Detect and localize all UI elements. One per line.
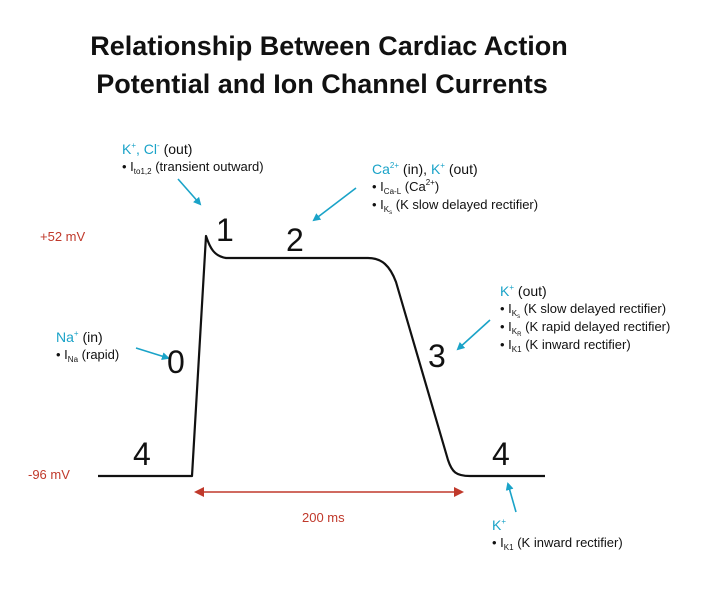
arrow-phase1 — [177, 178, 202, 206]
action-potential-trace — [98, 234, 545, 478]
phase-4-annotation: K+ • IK1 (K inward rectifier) — [492, 516, 623, 552]
phase-4-right-label: 4 — [492, 436, 510, 472]
phase-2-current-ks: • IKs (K slow delayed rectifier) — [372, 197, 539, 216]
arrow-phase2 — [312, 187, 357, 222]
phase-3-annotation: K+ (out) • IKs (K slow delayed rectifier… — [500, 282, 670, 354]
phase-3-current-k1: • IK1 (K inward rectifier) — [500, 337, 631, 354]
duration-label: 200 ms — [302, 510, 345, 525]
phase-2-current-ca: • ICa-L (Ca2+) — [372, 178, 440, 196]
voltage-bottom-label: -96 mV — [28, 467, 70, 482]
arrow-phase0 — [135, 347, 170, 361]
phase-3-current-ks: • IKs (K slow delayed rectifier) — [500, 301, 667, 320]
title-line-1: Relationship Between Cardiac Action — [90, 31, 568, 61]
arrow-phase4 — [505, 482, 517, 513]
voltage-top-label: +52 mV — [40, 229, 86, 244]
phase-3-current-kr: • IKR (K rapid delayed rectifier) — [500, 319, 671, 338]
phase-1-annotation: K+, Cl- (out) • Ito1,2 (transient outwar… — [122, 140, 264, 176]
phase-0-label: 0 — [167, 344, 185, 380]
phase-4-left-label: 4 — [133, 436, 151, 472]
phase-1-current: • Ito1,2 (transient outward) — [122, 159, 264, 176]
arrow-phase3 — [456, 319, 491, 351]
phase-2-annotation: Ca2+ (in), K+ (out) • ICa-L (Ca2+) • IKs… — [372, 160, 539, 216]
phase-3-ion: K+ (out) — [500, 283, 547, 299]
phase-1-label: 1 — [216, 212, 234, 248]
phase-2-label: 2 — [286, 222, 304, 258]
title-line-2: Potential and Ion Channel Currents — [96, 69, 548, 99]
phase-0-ion: Na+ (in) — [56, 329, 103, 345]
phase-1-ion: K+, Cl- (out) — [122, 141, 193, 157]
phase-0-annotation: Na+ (in) • INa (rapid) — [56, 328, 119, 364]
phase-4-ion: K+ — [492, 517, 507, 533]
phase-3-label: 3 — [428, 338, 446, 374]
phase-0-current: • INa (rapid) — [56, 347, 120, 364]
phase-2-ion: Ca2+ (in), K+ (out) — [372, 161, 478, 177]
phase-4-current: • IK1 (K inward rectifier) — [492, 535, 623, 552]
